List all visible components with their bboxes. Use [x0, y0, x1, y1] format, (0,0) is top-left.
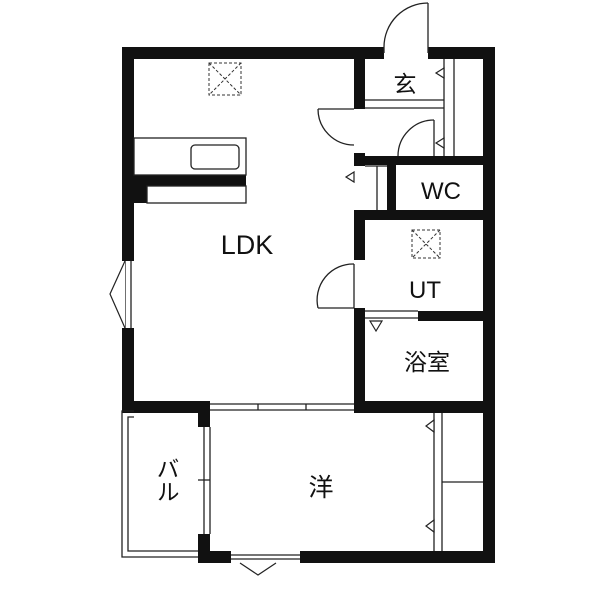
entrance-door-arc [383, 2, 429, 48]
ut-door-arc [316, 263, 355, 309]
room-labels: 玄 WC LDK UT 浴室 洋 バル [152, 72, 461, 503]
room-label-wc: WC [421, 178, 461, 205]
room-label-bath: 浴室 [404, 350, 450, 376]
room-label-ldk: LDK [221, 230, 274, 260]
ldk-vent-icon [208, 62, 242, 96]
thin-lines [121, 59, 483, 560]
kitchen-sink [190, 144, 240, 170]
wc-door-arc [397, 119, 435, 157]
room-label-western: 洋 [308, 473, 333, 502]
kitchen-counter [133, 137, 247, 176]
markers [109, 66, 445, 576]
doors [316, 2, 435, 309]
room-label-ut: UT [409, 277, 441, 304]
ldk-door-arc [317, 108, 355, 146]
room-label-balcony: バル [152, 457, 179, 503]
ut-vent-icon [411, 229, 441, 259]
structural-walls [122, 47, 495, 563]
vents [208, 62, 441, 259]
room-label-entrance: 玄 [394, 72, 417, 98]
